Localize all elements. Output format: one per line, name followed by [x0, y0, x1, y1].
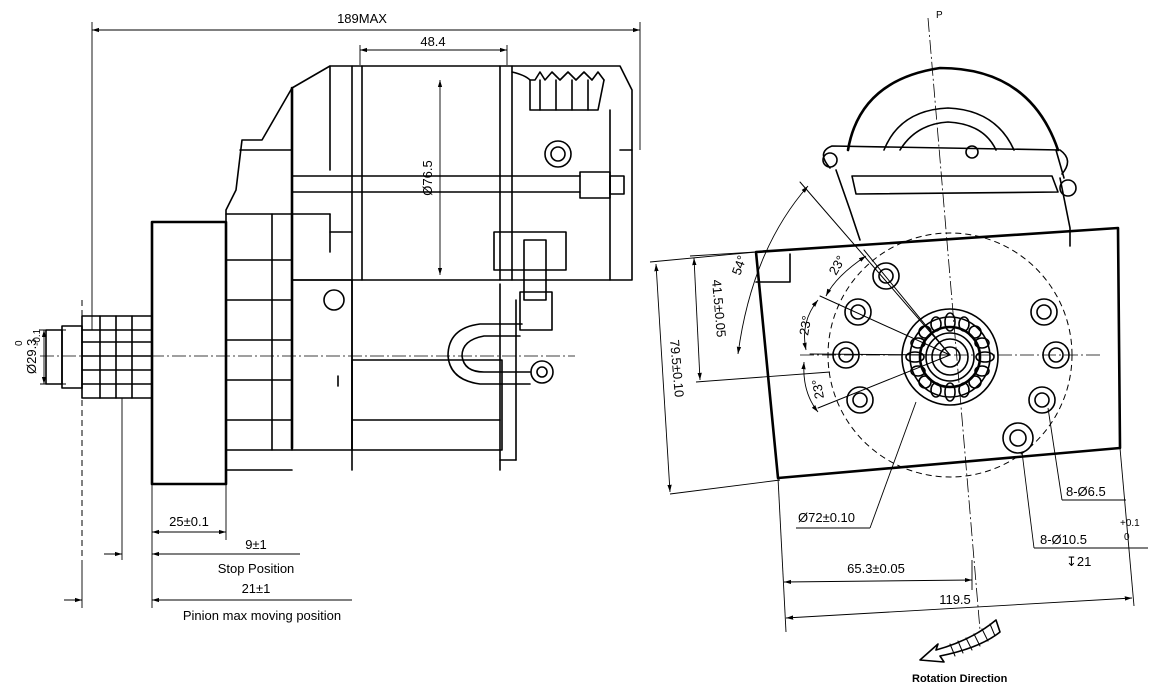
dim-79-5: 79.5±0.10 [649, 251, 781, 495]
dim-119-5: 119.5 [785, 447, 1135, 620]
rotation-arrow-icon [919, 619, 1001, 663]
label-flange-thickness: 25±0.1 [169, 514, 209, 529]
dim-max-position: 21±1 Pinion max moving position [64, 560, 352, 623]
label-pinion-tol-upper: 0 [14, 340, 25, 346]
label-max-dim: 21±1 [242, 581, 271, 596]
label-angle-23-top: 23° [826, 253, 849, 278]
label-hole-large-tol-lower: 0 [1124, 532, 1130, 543]
label-hole-large-tol-upper: +0.1 [1120, 518, 1140, 529]
mounting-plate [754, 226, 1122, 480]
motor-housing [290, 65, 633, 450]
label-angle-23-mid: 23° [796, 315, 814, 337]
label-pinion-diameter: Ø29.3 [24, 339, 39, 374]
bolt-holes [832, 262, 1070, 454]
side-view: 189MAX 48.4 [14, 11, 641, 623]
label-dim-41-5: 41.5±0.05 [709, 279, 729, 338]
callout-large-hole: 8-Ø10.5 +0.1 0 ↧21 [1021, 451, 1148, 569]
label-max-position: Pinion max moving position [183, 608, 341, 623]
dim-body-length: 48.4 [359, 34, 508, 65]
label-overall-length: 189MAX [337, 11, 387, 26]
dim-body-diameter: Ø76.5 [420, 80, 443, 275]
label-hole-small: 8-Ø6.5 [1066, 484, 1106, 499]
callout-small-hole: 8-Ø6.5 [1047, 407, 1126, 501]
dim-flange-thickness: 25±0.1 [151, 470, 227, 608]
label-stop-dim: 9±1 [245, 537, 267, 552]
label-hole-large: 8-Ø10.5 [1040, 532, 1087, 547]
dim-41-5: 41.5±0.05 [689, 251, 831, 383]
label-rotation-direction: Rotation Direction [912, 673, 1008, 685]
dim-65-3: 65.3±0.05 [777, 477, 973, 633]
label-pinion-tol-lower: -0.1 [32, 328, 43, 346]
angle-dimensions: 54° 23° 23° 23° [729, 185, 867, 413]
gear-housing [225, 87, 517, 471]
label-dim-119-5: 119.5 [939, 592, 971, 607]
label-angle-54: 54° [729, 253, 750, 277]
mounting-flange [150, 220, 228, 486]
label-angle-23-low: 23° [809, 378, 827, 400]
label-dim-65-3: 65.3±0.05 [847, 561, 905, 576]
front-view: P [649, 10, 1148, 685]
solenoid-cap [822, 66, 1077, 247]
label-body-diameter: Ø76.5 [420, 160, 435, 195]
front-vertical-axis [927, 17, 981, 631]
dim-overall-length: 189MAX [91, 11, 641, 330]
radial-lines [799, 181, 1100, 409]
dim-stop-position: 9±1 Stop Position [104, 398, 300, 576]
label-dim-79-5: 79.5±0.10 [667, 339, 687, 398]
callout-pcd: Ø72±0.10 [796, 401, 917, 529]
label-axis-p: P [936, 10, 943, 21]
through-bolt [291, 140, 625, 199]
pinion [45, 300, 153, 560]
dim-pinion-diameter: Ø29.3 0 -0.1 [14, 328, 66, 385]
plate-corner-mark [755, 253, 791, 283]
label-hole-depth: ↧21 [1066, 554, 1091, 569]
label-pcd: Ø72±0.10 [798, 510, 855, 525]
label-body-length: 48.4 [420, 34, 445, 49]
pinion-front [901, 308, 999, 406]
solenoid-terminal [447, 231, 567, 385]
label-stop-position: Stop Position [218, 561, 295, 576]
